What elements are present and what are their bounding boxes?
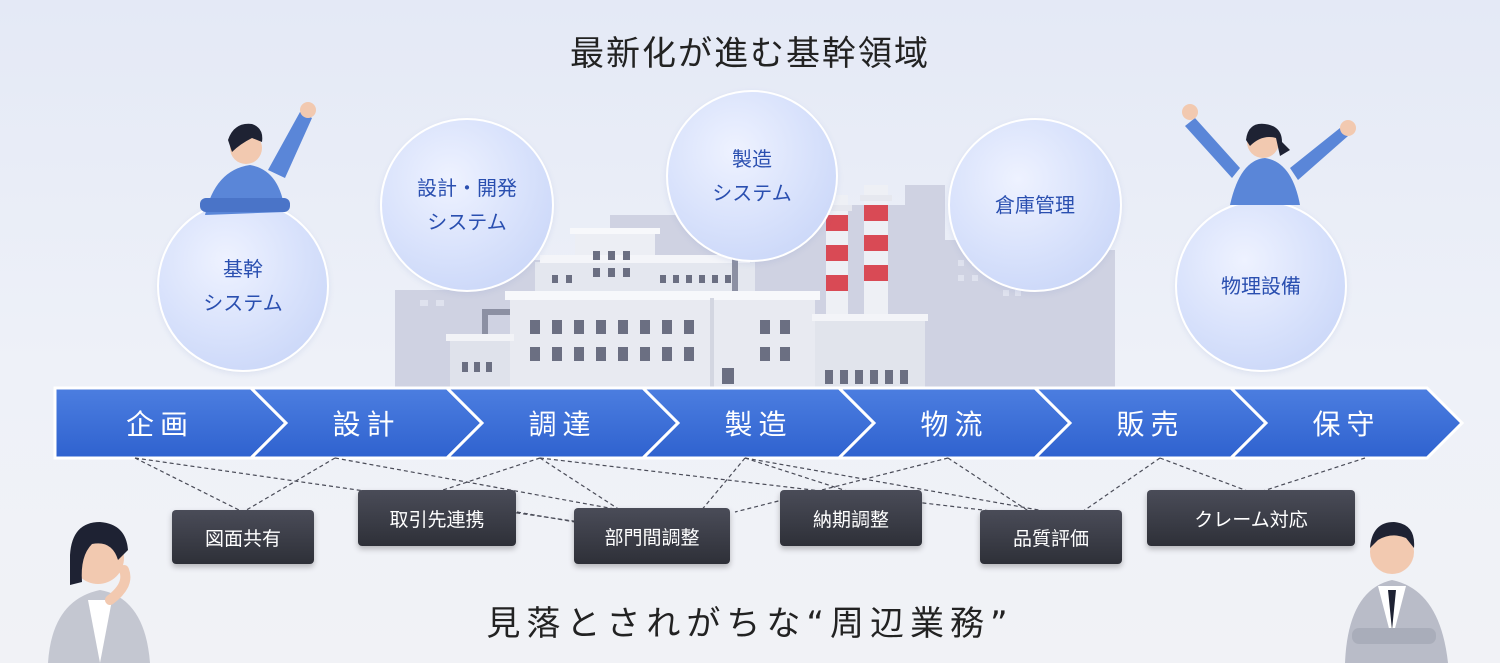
stage-label: 調達 [528, 408, 597, 441]
chimneys [822, 185, 892, 320]
bubble-warehouse: 倉庫管理 [948, 118, 1122, 292]
task-tag-complaint: クレーム対応 [1147, 490, 1355, 546]
bubble-manufacturing-system: 製造 システム [666, 90, 838, 262]
bubble-label: 設計・開発 システム [417, 176, 517, 234]
task-label: 部門間調整 [604, 526, 700, 549]
stage-label: 販売 [1116, 408, 1185, 441]
stage-label: 製造 [724, 408, 793, 441]
top-title: 最新化が進む基幹領域 [570, 34, 930, 74]
task-label: 図面共有 [204, 527, 281, 550]
task-label: クレーム対応 [1194, 508, 1308, 531]
task-tag-interdepartment: 部門間調整 [574, 508, 730, 564]
bottom-subtitle: 見落とされがちな“周辺業務” [486, 604, 1014, 644]
bubble-label: 基幹 システム [203, 257, 283, 315]
stage-chevron [1227, 386, 1465, 460]
bubble-physical-equipment: 物理設備 [1175, 200, 1347, 372]
task-tag-partner-coordination: 取引先連携 [358, 490, 516, 546]
stage-label: 物流 [920, 408, 989, 441]
task-label: 品質評価 [1012, 527, 1089, 550]
task-tag-delivery-adjust: 納期調整 [780, 490, 922, 546]
bubble-design-system: 設計・開発 システム [380, 118, 554, 292]
stage-label: 保守 [1312, 408, 1381, 441]
bubble-kikan-system: 基幹 システム [157, 200, 329, 372]
stage-label: 企画 [125, 408, 194, 441]
task-tag-drawing-share: 図面共有 [172, 510, 314, 564]
bubble-label: 物理設備 [1221, 274, 1301, 298]
stage-label: 設計 [332, 408, 401, 441]
task-label: 納期調整 [812, 508, 889, 531]
bubble-label: 製造 システム [712, 147, 792, 205]
bubble-label: 倉庫管理 [995, 193, 1075, 217]
task-label: 取引先連携 [389, 508, 485, 531]
task-tag-quality-eval: 品質評価 [980, 510, 1122, 564]
